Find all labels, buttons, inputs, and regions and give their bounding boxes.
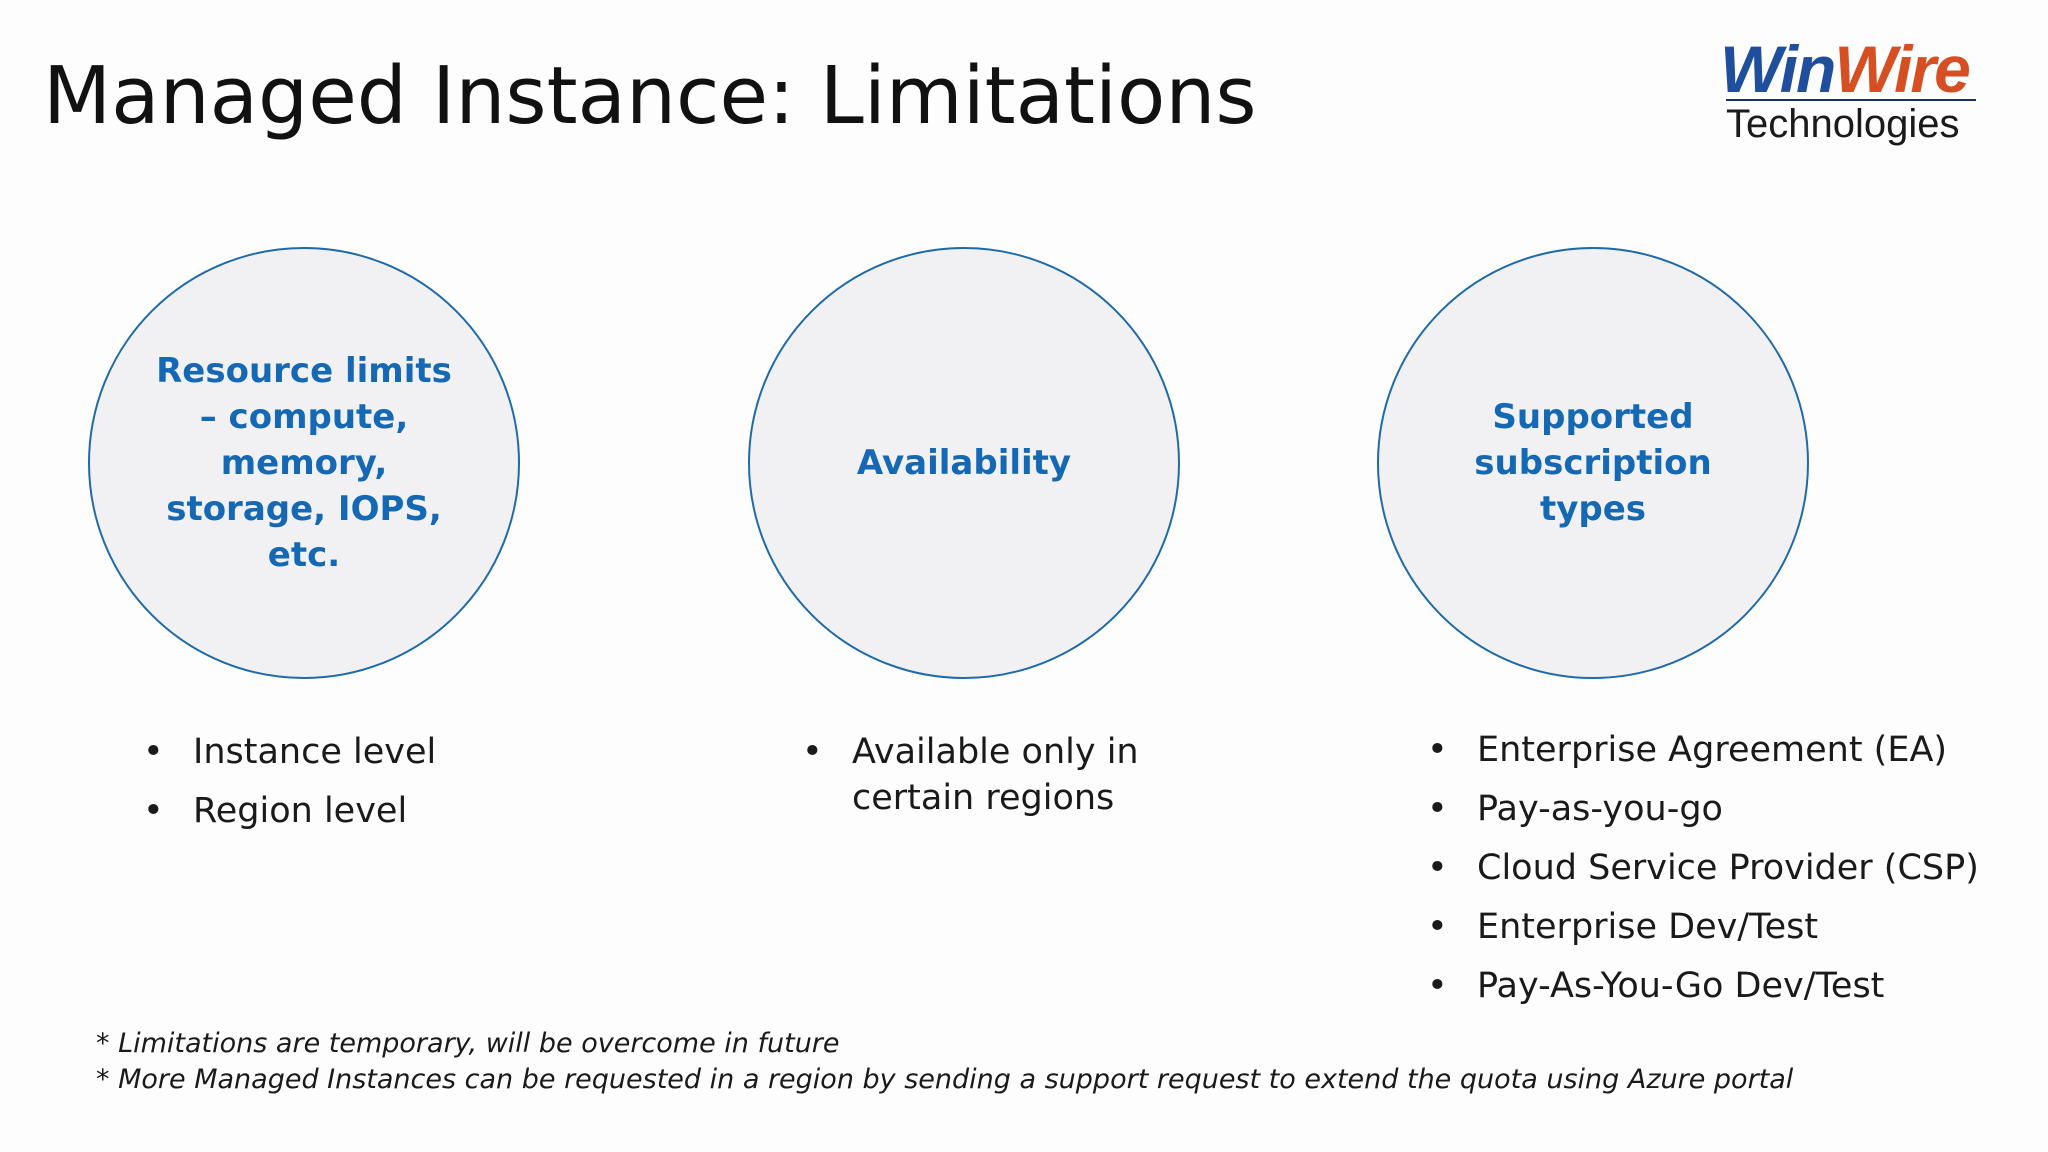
- footnote: * Limitations are temporary, will be ove…: [96, 1028, 840, 1059]
- footnotes: * Limitations are temporary, will be ove…: [96, 1026, 1793, 1098]
- logo-brand-win: Win: [1720, 32, 1836, 106]
- circle-subscription-types: Supported subscription types: [1377, 247, 1809, 679]
- bullet-glyph: •: [1427, 966, 1448, 1006]
- footnote: * More Managed Instances can be requeste…: [96, 1064, 1794, 1095]
- list-item-text: Cloud Service Provider (CSP): [1477, 848, 1979, 888]
- logo-divider: [1726, 99, 1976, 101]
- bullet-glyph: •: [802, 732, 823, 772]
- company-logo: WinWire Technologies: [1720, 36, 1990, 148]
- list-item: • Instance level: [143, 729, 436, 775]
- list-item-text: Region level: [193, 791, 408, 831]
- list-item: • Enterprise Agreement (EA): [1427, 727, 1979, 773]
- circle-resource-limits: Resource limits – compute, memory, stora…: [88, 247, 520, 679]
- list-item: • Enterprise Dev/Test: [1427, 904, 1979, 950]
- list-item-text: Enterprise Dev/Test: [1477, 907, 1819, 947]
- bullet-glyph: •: [1427, 730, 1448, 770]
- list-item: • Cloud Service Provider (CSP): [1427, 845, 1979, 891]
- list-item-text: Available only in certain regions: [852, 732, 1139, 818]
- resource-limits-list: • Instance level • Region level: [143, 729, 436, 847]
- circle-heading: Supported subscription types: [1474, 397, 1712, 529]
- circle-heading: Resource limits – compute, memory, stora…: [156, 351, 452, 575]
- bullet-glyph: •: [143, 732, 164, 772]
- circle-availability: Availability: [748, 247, 1180, 679]
- logo-brand-wire: Wire: [1834, 32, 1970, 106]
- bullet-glyph: •: [143, 791, 164, 831]
- bullet-glyph: •: [1427, 907, 1448, 947]
- slide-title: Managed Instance: Limitations: [43, 50, 1257, 142]
- bullet-glyph: •: [1427, 789, 1448, 829]
- bullet-glyph: •: [1427, 848, 1448, 888]
- availability-list: • Available only in certain regions: [802, 729, 1192, 834]
- list-item-text: Enterprise Agreement (EA): [1477, 730, 1948, 770]
- logo-brand: WinWire: [1720, 36, 1971, 102]
- list-item: • Region level: [143, 788, 436, 834]
- logo-subtitle: Technologies: [1726, 102, 1960, 146]
- list-item-text: Pay-as-you-go: [1477, 789, 1723, 829]
- subscription-types-list: • Enterprise Agreement (EA) • Pay-as-you-g…: [1427, 727, 1979, 1022]
- list-item-text: Pay-As-You-Go Dev/Test: [1477, 966, 1885, 1006]
- list-item-text: Instance level: [193, 732, 437, 772]
- list-item: • Pay-as-you-go: [1427, 786, 1979, 832]
- list-item: • Pay-As-You-Go Dev/Test: [1427, 963, 1979, 1009]
- circle-heading: Availability: [856, 443, 1072, 483]
- list-item: • Available only in certain regions: [802, 729, 1192, 821]
